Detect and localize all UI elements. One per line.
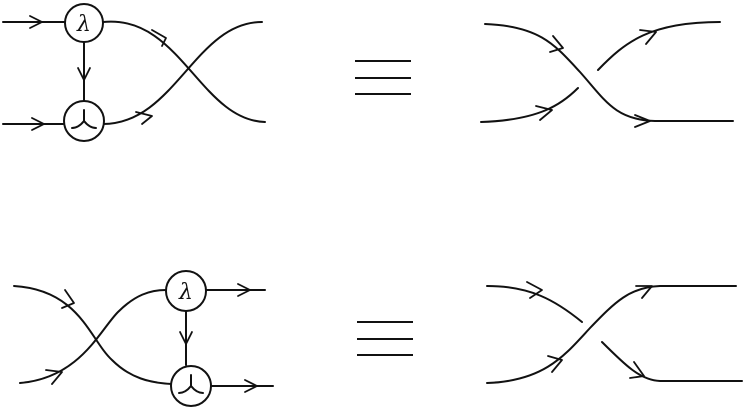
strand-under-lower bbox=[480, 87, 579, 123]
arrow-head bbox=[237, 283, 251, 297]
arrow-head bbox=[634, 114, 651, 128]
merge-glyph bbox=[178, 374, 204, 394]
equivalence-symbol-2 bbox=[357, 321, 413, 356]
arrow-head bbox=[179, 331, 193, 345]
arrow-head bbox=[547, 355, 563, 373]
equation-1-rhs bbox=[480, 21, 734, 128]
arrow-head bbox=[45, 369, 63, 385]
arrow-head bbox=[635, 285, 653, 299]
arrow-head bbox=[31, 117, 45, 131]
strand-under-upper bbox=[486, 285, 583, 323]
arrow-head bbox=[29, 15, 43, 29]
arrow-head bbox=[151, 29, 167, 47]
merge-glyph bbox=[71, 109, 97, 129]
arrow-head bbox=[639, 29, 657, 45]
strand-bottom-to-top bbox=[102, 21, 263, 125]
strand-top-to-bottom bbox=[102, 20, 266, 123]
arrow-head bbox=[535, 105, 553, 121]
strand-under-upper bbox=[597, 21, 721, 71]
lambda-label: λ bbox=[76, 12, 91, 37]
lambda-node: λ bbox=[64, 3, 104, 43]
merge-node bbox=[63, 100, 105, 142]
equivalence-symbol-1 bbox=[355, 60, 411, 95]
arrow-head bbox=[77, 67, 91, 81]
strand-over bbox=[486, 285, 737, 384]
arrow-head bbox=[135, 111, 153, 125]
strand-over bbox=[484, 23, 734, 122]
arrow-head bbox=[549, 35, 564, 53]
arrow-head bbox=[244, 379, 258, 393]
strand-top-to-bottom bbox=[13, 285, 173, 385]
lambda-label: λ bbox=[178, 280, 193, 305]
strand-under-lower bbox=[601, 341, 743, 382]
merge-node bbox=[170, 365, 212, 407]
lambda-node: λ bbox=[165, 270, 207, 312]
arrow-head bbox=[526, 281, 543, 299]
arrow-head bbox=[629, 361, 645, 379]
equation-2-lhs: λ bbox=[13, 270, 274, 407]
equation-1-lhs: λ bbox=[2, 3, 266, 142]
arrow-head bbox=[61, 289, 75, 309]
equation-2-rhs bbox=[486, 281, 743, 384]
